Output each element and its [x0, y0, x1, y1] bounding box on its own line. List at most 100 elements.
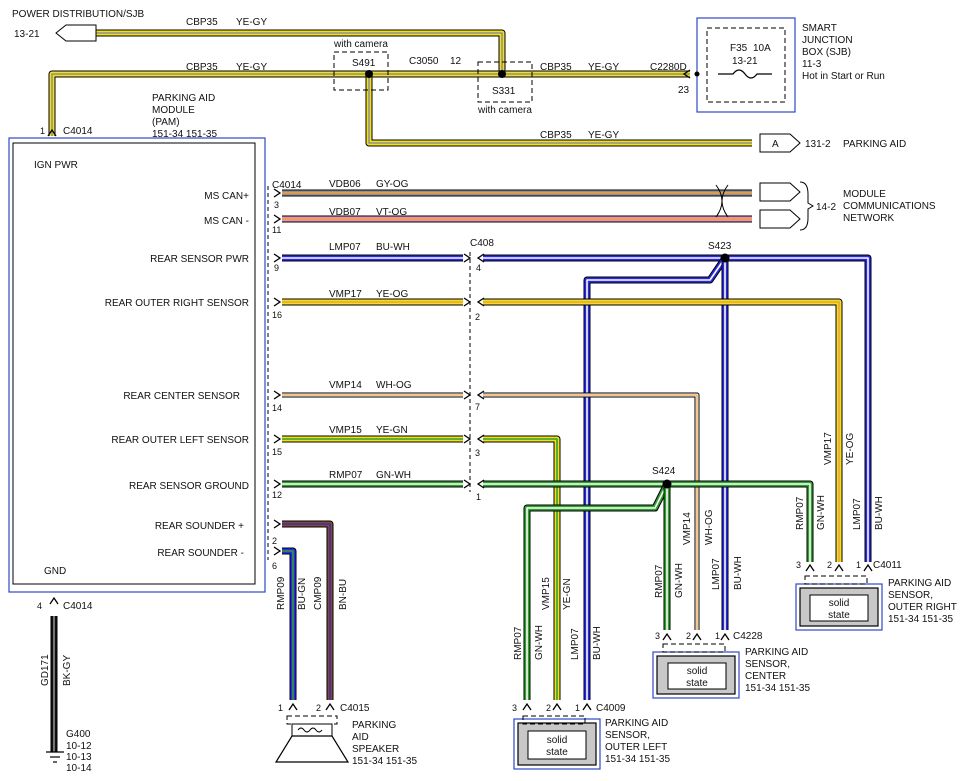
ground-symbol-icon [46, 751, 64, 763]
left-connector-box [522, 715, 586, 725]
s331-pack [477, 61, 533, 103]
right-w2-color: YE-OG [845, 433, 856, 465]
pam-row-rear-sounder-plus: REAR SOUNDER + [155, 521, 244, 532]
left-sensor-outer [513, 718, 601, 770]
wire-sensor-pwr-color: BU-WH [376, 242, 410, 253]
left-sensor-body-text-2: state [546, 747, 568, 758]
speaker-connector: C4015 [340, 703, 370, 714]
fuse-symbol-icon [718, 69, 772, 79]
parking-aid-ref: 131-2 [805, 139, 831, 150]
wire-sensor-pwr-circuit: LMP07 [329, 242, 361, 253]
left-w1-color: GN-WH [534, 625, 545, 660]
wire-ground-left [523, 482, 671, 700]
wire-ground-color: GN-WH [376, 470, 411, 481]
power-distribution-connector [55, 24, 97, 42]
ground-ref-1: 10-12 [66, 741, 92, 752]
center-w3-color: BU-WH [733, 556, 744, 590]
center-sensor-title-3: CENTER [745, 671, 786, 682]
network-ref: 14-2 [816, 202, 836, 213]
sjb-fuse-box [706, 27, 786, 103]
ground-name: G400 [66, 729, 91, 740]
wire-ms-can-plus-color: GY-OG [376, 179, 409, 190]
left-w2-color: YE-GN [562, 578, 573, 610]
twisted-pair-icon [715, 184, 729, 218]
right-pin-3: 3 [796, 560, 801, 570]
ground-ref-3: 10-14 [66, 763, 92, 774]
wire-aid-ye-gy [365, 74, 752, 147]
left-pin-1: 1 [575, 703, 580, 713]
right-pin-2: 2 [827, 560, 832, 570]
left-sensor-title-1: PARKING AID [605, 718, 668, 729]
wire-outer-right-color: YE-OG [376, 289, 408, 300]
right-w1-color: GN-WH [816, 495, 827, 530]
pam-gnd: GND [44, 566, 66, 577]
c408-pin-2: 2 [475, 312, 480, 322]
pam-row-rear-sensor-ground: REAR SENSOR GROUND [129, 481, 249, 492]
connector-arrow-icon [49, 596, 59, 605]
connector-arrow-icon [476, 297, 485, 307]
pin-ms-can-plus: 3 [274, 200, 279, 210]
connector-arrow-icon [720, 632, 730, 641]
wire-outer-left-color: YE-GN [376, 425, 408, 436]
s423-dot [720, 253, 730, 263]
pam-title-2: MODULE [152, 105, 195, 116]
sjb-title-2: JUNCTION [802, 35, 853, 46]
connector-arrow-icon [463, 434, 472, 444]
pam-title-1: PARKING AID [152, 93, 215, 104]
connector-arrow-icon [463, 297, 472, 307]
s331-label: S331 [492, 86, 516, 97]
s491-note: with camera [333, 39, 388, 50]
connector-arrow-icon [273, 297, 282, 307]
power-distribution-label: POWER DISTRIBUTION/SJB [12, 9, 145, 20]
center-connector-box [662, 643, 726, 653]
speaker-title-3: SPEAKER [352, 744, 399, 755]
pam-connector-mid: C4014 [272, 180, 302, 191]
connector-arrow-icon [463, 253, 472, 263]
s331-note: with camera [477, 105, 532, 116]
pin-rear-outer-left: 15 [272, 447, 282, 457]
pam-top-connector: C4014 [63, 126, 93, 137]
wire-ms-can-minus-circuit: VDB07 [329, 207, 361, 218]
network-connector-1 [759, 182, 801, 202]
center-sensor-title-1: PARKING AID [745, 647, 808, 658]
left-pin-2: 2 [546, 703, 551, 713]
wire-sounder-plus [282, 520, 334, 700]
pam-row-rear-center: REAR CENTER SENSOR [123, 391, 240, 402]
speaker-title-2: AID [352, 732, 369, 743]
left-w3-color: BU-WH [592, 626, 603, 660]
sjb-hot-text: Hot in Start or Run [802, 71, 885, 82]
connector-arrow-icon [273, 390, 282, 400]
wire-outer-right-circuit: VMP17 [329, 289, 362, 300]
connector-arrow-icon [273, 253, 282, 263]
center-pin-1: 1 [715, 631, 720, 641]
wire-sensor-pwr-left [583, 256, 728, 700]
ground-circuit: GD171 [40, 654, 51, 686]
c3050-pin: 12 [450, 56, 462, 67]
pin-rear-sensor-ground: 12 [272, 490, 282, 500]
right-w2-circuit: VMP17 [823, 432, 834, 465]
connector-arrow-icon [288, 702, 298, 711]
wire-ground-b [483, 480, 814, 562]
pam-row-ms-can-plus: MS CAN+ [204, 191, 249, 202]
connector-arrow-icon [662, 632, 672, 641]
left-sensor-body-text-1: solid [547, 735, 568, 746]
wire-ms-can-plus-circuit: VDB06 [329, 179, 361, 190]
pam-bottom-pin: 4 [37, 601, 42, 611]
main-wire-circuit: CBP35 [186, 62, 218, 73]
right-w3-circuit: LMP07 [852, 498, 863, 530]
right-sensor-body-text-1: solid [829, 598, 850, 609]
aid-wire-color: YE-GY [588, 130, 619, 141]
speaker-icon [274, 723, 350, 763]
pam-inner-box [12, 142, 256, 585]
left-sensor-inner [527, 730, 587, 760]
center-connector: C4228 [733, 631, 763, 642]
sjb-pin-dot [694, 71, 700, 77]
pam-row-rear-sounder-minus: REAR SOUNDER - [157, 548, 244, 559]
center-sensor-title-2: SENSOR, [745, 659, 790, 670]
pin-rear-sounder-minus: 6 [272, 561, 277, 571]
pin-rear-outer-right: 16 [272, 310, 282, 320]
speaker-w1-color: BU-GN [297, 578, 308, 610]
center-pin-3: 3 [655, 631, 660, 641]
wire-center-b [483, 392, 700, 630]
right-sensor-title-2: SENSOR, [888, 590, 933, 601]
